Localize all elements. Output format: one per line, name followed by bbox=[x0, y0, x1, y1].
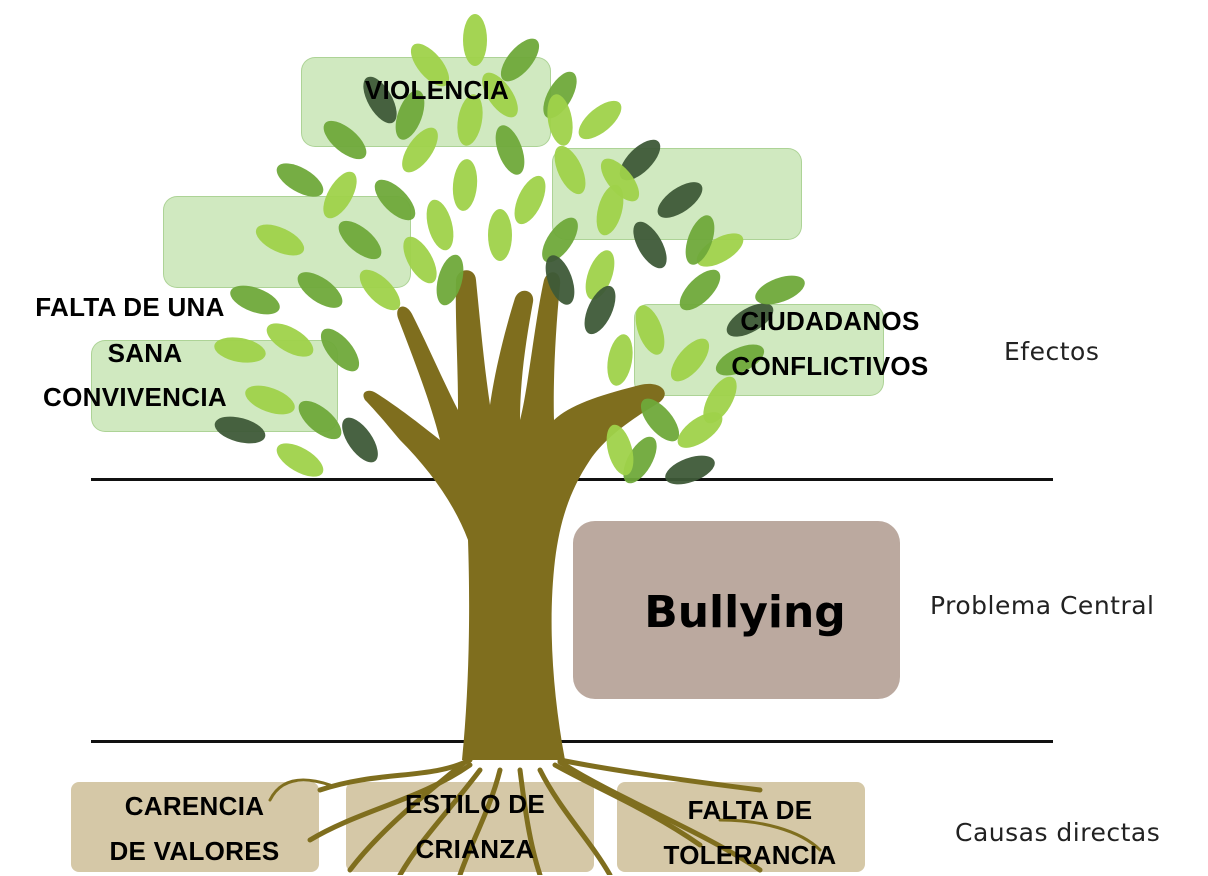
leaf bbox=[554, 145, 586, 195]
cause-label-carencia-line1: CARENCIA bbox=[124, 791, 265, 821]
leaf bbox=[696, 233, 744, 267]
leaf bbox=[342, 417, 378, 463]
central-problem-label: Bullying bbox=[644, 587, 846, 638]
cause-label-tolerancia-line2: TOLERANCIA bbox=[663, 840, 837, 870]
effect-label-convivencia-line3: CONVIVENCIA bbox=[43, 382, 227, 412]
leaf bbox=[596, 184, 624, 236]
leaf bbox=[488, 209, 512, 261]
leaf bbox=[410, 43, 450, 87]
leaf bbox=[500, 38, 540, 82]
leaf bbox=[320, 328, 360, 372]
root bbox=[307, 762, 473, 843]
leaf bbox=[755, 275, 805, 305]
root bbox=[552, 762, 703, 848]
leaf bbox=[214, 337, 266, 363]
level-label-efectos: Efectos bbox=[1004, 337, 1100, 366]
root bbox=[718, 818, 822, 852]
leaf bbox=[607, 334, 633, 386]
leaf bbox=[276, 163, 324, 197]
leaf bbox=[545, 255, 575, 305]
root bbox=[268, 778, 332, 802]
leaf bbox=[665, 455, 715, 485]
leaf bbox=[482, 72, 518, 118]
root bbox=[557, 757, 763, 793]
leaf bbox=[266, 323, 314, 357]
leaf bbox=[374, 179, 416, 221]
cause-label-carencia-line2: DE VALORES bbox=[109, 836, 280, 866]
tree-leaves bbox=[214, 14, 805, 485]
leaf bbox=[657, 182, 703, 218]
leaf bbox=[703, 376, 737, 424]
leaf bbox=[640, 398, 680, 442]
root bbox=[457, 767, 503, 875]
root bbox=[347, 759, 468, 873]
central-problem-box bbox=[573, 521, 900, 699]
cause-label-estilo-line2: CRIANZA bbox=[415, 834, 535, 864]
level-label-problema-central: Problema Central bbox=[930, 591, 1155, 620]
leaf bbox=[214, 416, 266, 444]
leaf bbox=[323, 171, 357, 219]
leaf bbox=[426, 199, 454, 251]
level-label-causas-directas: Causas directas bbox=[955, 818, 1161, 847]
leaf bbox=[600, 158, 640, 202]
leaf bbox=[463, 14, 487, 66]
leaf bbox=[323, 120, 367, 160]
leaf bbox=[619, 139, 661, 181]
effect-label-convivencia-line1: FALTA DE UNA bbox=[35, 292, 225, 322]
leaf bbox=[245, 385, 295, 415]
leaf bbox=[403, 236, 437, 284]
leaf bbox=[633, 221, 667, 269]
leaf bbox=[679, 269, 721, 311]
effect-label-ciudadanos-line1: CIUDADANOS bbox=[740, 306, 920, 336]
cause-label-estilo-line1: ESTILO DE bbox=[405, 789, 545, 819]
leaf bbox=[359, 269, 401, 311]
root bbox=[537, 767, 613, 875]
divider-problem-causes bbox=[91, 740, 1053, 743]
root bbox=[397, 767, 483, 875]
leaf bbox=[452, 159, 478, 211]
root bbox=[557, 759, 763, 873]
leaf bbox=[726, 303, 774, 337]
leaf bbox=[276, 443, 324, 477]
leaf bbox=[255, 224, 305, 256]
tree-trunk-hand bbox=[363, 270, 665, 760]
leaf bbox=[395, 90, 425, 140]
effect-label-violencia: VIOLENCIA bbox=[364, 75, 510, 105]
cause-box-carencia bbox=[71, 782, 319, 872]
leaf bbox=[495, 125, 525, 175]
leaf bbox=[670, 338, 710, 382]
leaf bbox=[715, 344, 765, 376]
leaf bbox=[436, 254, 464, 306]
leaf bbox=[457, 94, 483, 146]
leaf bbox=[606, 424, 634, 476]
tree-roots bbox=[268, 757, 822, 875]
leaf bbox=[578, 100, 622, 140]
leaf bbox=[542, 217, 578, 263]
leaf bbox=[402, 127, 438, 173]
effect-label-convivencia-line2: SANA bbox=[107, 338, 183, 368]
root bbox=[517, 767, 543, 875]
leaf bbox=[623, 436, 657, 484]
leaf bbox=[584, 285, 616, 335]
root bbox=[317, 757, 473, 793]
leaf bbox=[230, 285, 280, 315]
leaf bbox=[547, 94, 573, 146]
effect-label-ciudadanos-line2: CONFLICTIVOS bbox=[731, 351, 929, 381]
cause-label-tolerancia-line1: FALTA DE bbox=[687, 795, 813, 825]
leaf bbox=[514, 175, 546, 225]
leaf bbox=[338, 220, 382, 260]
leaf bbox=[635, 305, 665, 355]
leaf bbox=[685, 215, 715, 265]
leaf bbox=[297, 272, 343, 308]
leaf bbox=[363, 76, 397, 124]
leaf bbox=[298, 400, 342, 440]
